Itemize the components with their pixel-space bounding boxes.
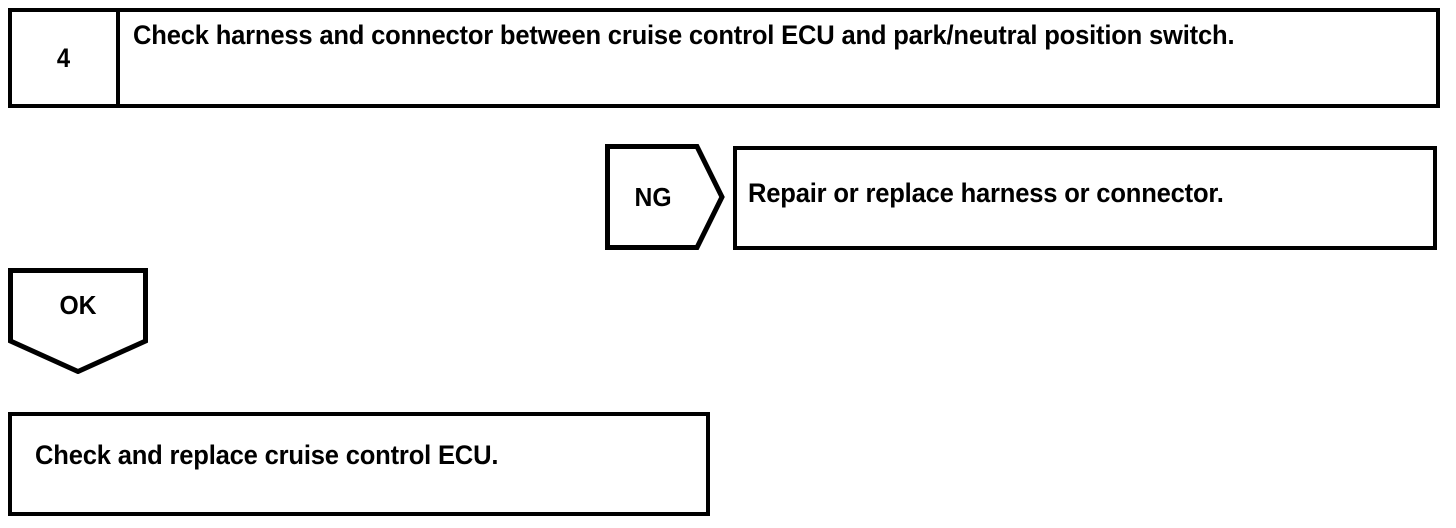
ok-result-text: Check and replace cruise control ECU. [35, 440, 499, 470]
ok-branch-arrow: OK [8, 268, 148, 374]
step-instruction-text: Check harness and connector between crui… [133, 20, 1235, 50]
ng-branch-label: NG [634, 181, 672, 212]
ok-result-box: Check and replace cruise control ECU. [8, 412, 710, 516]
ng-result-text: Repair or replace harness or connector. [748, 178, 1224, 208]
step-number-cell: 4 [12, 12, 120, 104]
ok-arrow-shape [8, 268, 148, 374]
ng-branch-arrow: NG [605, 144, 725, 250]
ng-result-box: Repair or replace harness or connector. [733, 146, 1437, 250]
step-row: 4 Check harness and connector between cr… [8, 8, 1440, 108]
step-number: 4 [57, 42, 71, 73]
ok-branch-label: OK [59, 289, 97, 320]
ng-arrow-shape [605, 144, 725, 250]
